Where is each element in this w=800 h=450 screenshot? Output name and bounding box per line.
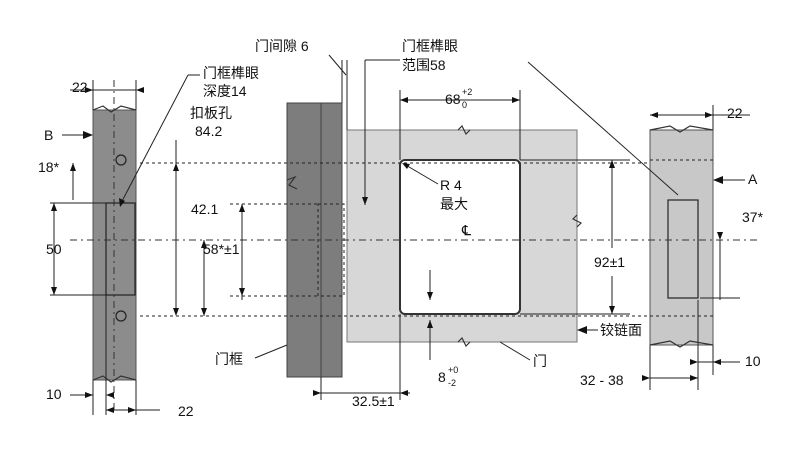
strike-plate-hole-line2: 84.2 xyxy=(195,123,222,139)
dim-8-label: 8 xyxy=(438,369,446,385)
door-frame-label: 门框 xyxy=(215,351,243,367)
mortise-range-line2: 范围58 xyxy=(402,57,446,73)
dim-18-label: 18* xyxy=(38,159,60,175)
dim-58-label: 58*±1 xyxy=(203,241,240,257)
dim-22-top-right: 22 xyxy=(727,105,743,121)
dim-50-label: 50 xyxy=(46,241,62,257)
strike-plate-hole-line1: 扣板孔 xyxy=(190,105,232,121)
dim-8-tol-lower: -2 xyxy=(448,378,456,388)
hinge-face-label: 铰链面 xyxy=(600,322,642,338)
radius-max-label: 最大 xyxy=(440,196,468,212)
dim-68-tol-lower: 0 xyxy=(462,100,467,110)
centerline-symbol: ℄ xyxy=(461,222,471,238)
door-gap-label: 门间隙 6 xyxy=(255,38,309,54)
view-a-label: A xyxy=(748,171,758,187)
dim-42-1-label: 42.1 xyxy=(191,201,218,217)
frame-mortise-depth-line1: 门框榫眼 xyxy=(203,65,259,81)
dim-10-left-label: 10 xyxy=(46,386,62,402)
frame-mortise-depth-line2: 深度14 xyxy=(203,83,247,99)
dim-32-38-label: 32 - 38 xyxy=(580,372,624,388)
dim-92-label: 92±1 xyxy=(594,254,625,270)
dim-8-tol-upper: +0 xyxy=(448,365,458,375)
dim-32-5-label: 32.5±1 xyxy=(352,393,395,409)
radius-r4-label: R 4 xyxy=(440,177,462,193)
dim-68-label: 68 xyxy=(445,91,461,107)
dim-10-right-label: 10 xyxy=(745,353,761,369)
door-label: 门 xyxy=(533,353,547,369)
dim-68-tol-upper: +2 xyxy=(462,87,472,97)
strike-plate-view-a xyxy=(649,125,714,348)
mortise-range-line1: 门框榫眼 xyxy=(402,38,458,54)
strike-plate-view-b xyxy=(92,80,137,410)
view-b-label: B xyxy=(44,127,53,143)
dim-22-top-left: 22 xyxy=(72,79,88,95)
dim-37-label: 37* xyxy=(742,209,764,225)
dim-22-bottom-left-label: 22 xyxy=(178,403,194,419)
